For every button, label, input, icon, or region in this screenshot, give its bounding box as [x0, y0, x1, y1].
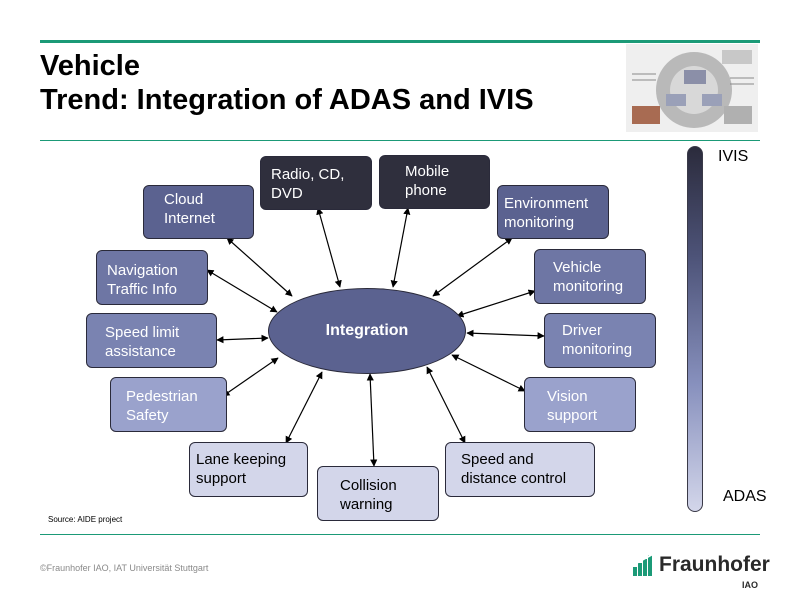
title-divider	[40, 140, 760, 141]
box-vision-support: Vision support	[524, 377, 636, 432]
box-speed-distance-control: Speed and distance control	[445, 442, 595, 497]
arrow-vision	[451, 354, 526, 392]
source-note: Source: AIDE project	[48, 515, 123, 524]
box-mobile-phone: Mobile phone	[379, 155, 490, 209]
arrow-pedestrian	[222, 357, 279, 397]
box-cloud-internet: Cloud Internet	[143, 185, 254, 239]
arrow-driver	[466, 329, 545, 340]
box-driver-monitoring: Driver monitoring	[544, 313, 656, 368]
arrow-radio	[316, 207, 342, 288]
arrow-environment	[432, 237, 513, 297]
box-radio-cd-dvd: Radio, CD, DVD	[260, 156, 372, 210]
footer-copyright: ©Fraunhofer IAO, IAT Universität Stuttga…	[40, 563, 209, 573]
header-rule	[40, 40, 760, 43]
fraunhofer-logo-sub: IAO	[742, 580, 759, 590]
box-speed-limit-assistance: Speed limit assistance	[86, 313, 217, 368]
title-line-1: Vehicle	[40, 50, 140, 82]
box-environment-monitoring: Environment monitoring	[497, 185, 609, 239]
ivis-adas-gradient-bar	[687, 146, 703, 512]
arrow-navigation	[206, 269, 278, 313]
box-navigation-traffic-info: Navigation Traffic Info	[96, 250, 208, 305]
arrow-collision	[366, 373, 378, 467]
arrow-cloud	[226, 237, 293, 297]
arrow-vehicle	[456, 289, 536, 318]
box-collision-warning: Collision warning	[317, 466, 439, 521]
header-thumbnail-image	[626, 44, 758, 132]
arrow-speed-distance	[426, 366, 466, 444]
page-title: Vehicle Trend: Integration of ADAS and I…	[40, 49, 534, 117]
box-pedestrian-safety: Pedestrian Safety	[110, 377, 227, 432]
arrow-speed-limit	[216, 334, 269, 344]
scale-label-adas: ADAS	[723, 488, 767, 505]
arrow-lane	[285, 371, 323, 444]
integration-hub: Integration	[268, 288, 466, 374]
fraunhofer-logo-text: Fraunhofer	[659, 553, 770, 576]
arrow-mobile	[390, 207, 411, 288]
fraunhofer-logo-icon	[632, 553, 656, 577]
box-lane-keeping-support: Lane keeping support	[189, 442, 308, 497]
scale-label-ivis: IVIS	[718, 148, 749, 165]
footer-divider	[40, 534, 760, 535]
box-vehicle-monitoring: Vehicle monitoring	[534, 249, 646, 304]
title-line-2: Trend: Integration of ADAS and IVIS	[40, 84, 534, 116]
